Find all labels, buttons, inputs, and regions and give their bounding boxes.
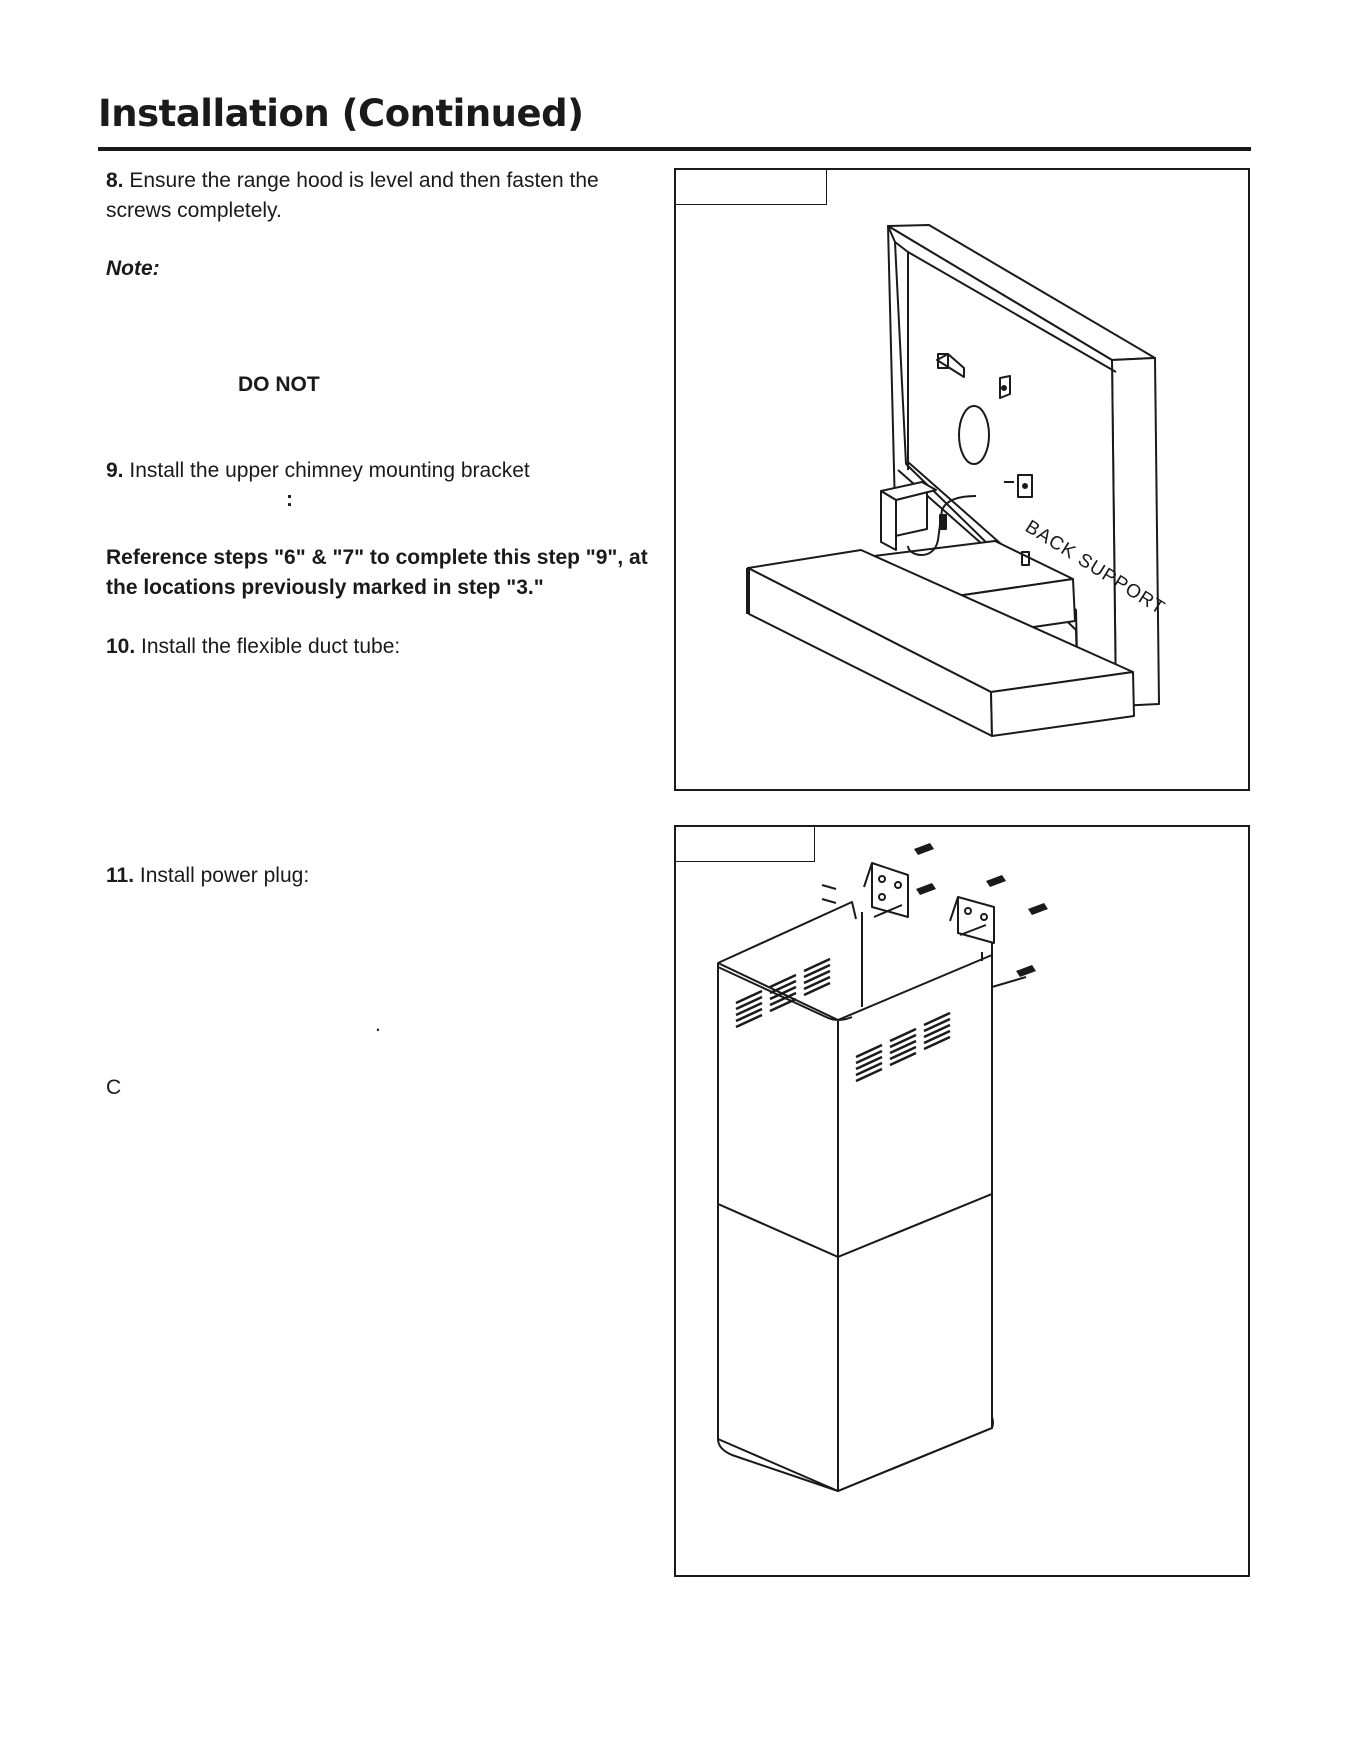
note-label: Note: <box>106 257 160 280</box>
step-8-number: 8. <box>106 169 124 192</box>
figure-1-label-tab <box>676 170 827 205</box>
step-11-line: 11. Install power plug: <box>106 861 309 891</box>
step-10-text: Install the flexible duct tube: <box>141 635 401 658</box>
step-8-line-2: screws completely. <box>106 199 282 222</box>
figure-1-frame: BACK SUPPORT <box>674 168 1250 791</box>
figure-1-hood-back-support-illustration: BACK SUPPORT <box>746 224 1169 737</box>
step-11-text: Install power plug: <box>139 864 310 887</box>
step-8-line-1: 8. Ensure the range hood is level and th… <box>106 166 599 196</box>
do-not-warning: DO NOT <box>238 373 320 396</box>
step-10-line: 10. Install the flexible duct tube: <box>106 632 400 662</box>
stray-period: . <box>375 1013 381 1036</box>
figure-2-chimney-bracket-illustration <box>717 843 1048 1492</box>
page-title: Installation (Continued) <box>98 92 584 135</box>
step-9-number: 9. <box>106 459 124 482</box>
figure-2-frame <box>674 825 1250 1577</box>
step-9-line: 9. Install the upper chimney mounting br… <box>106 456 530 486</box>
reference-line-1: Reference steps "6" & "7" to complete th… <box>106 546 648 569</box>
step-10-number: 10. <box>106 635 136 658</box>
stray-c-letter: C <box>106 1076 122 1099</box>
figure-2-label-tab <box>676 827 815 862</box>
title-underline <box>98 147 1251 151</box>
reference-line-2: the locations previously marked in step … <box>106 576 544 599</box>
step-11-number: 11. <box>106 864 135 887</box>
step-9-colon: : <box>286 488 293 511</box>
step-9-text: Install the upper chimney mounting brack… <box>129 459 530 482</box>
step-8-text: Ensure the range hood is level and then … <box>129 169 599 192</box>
